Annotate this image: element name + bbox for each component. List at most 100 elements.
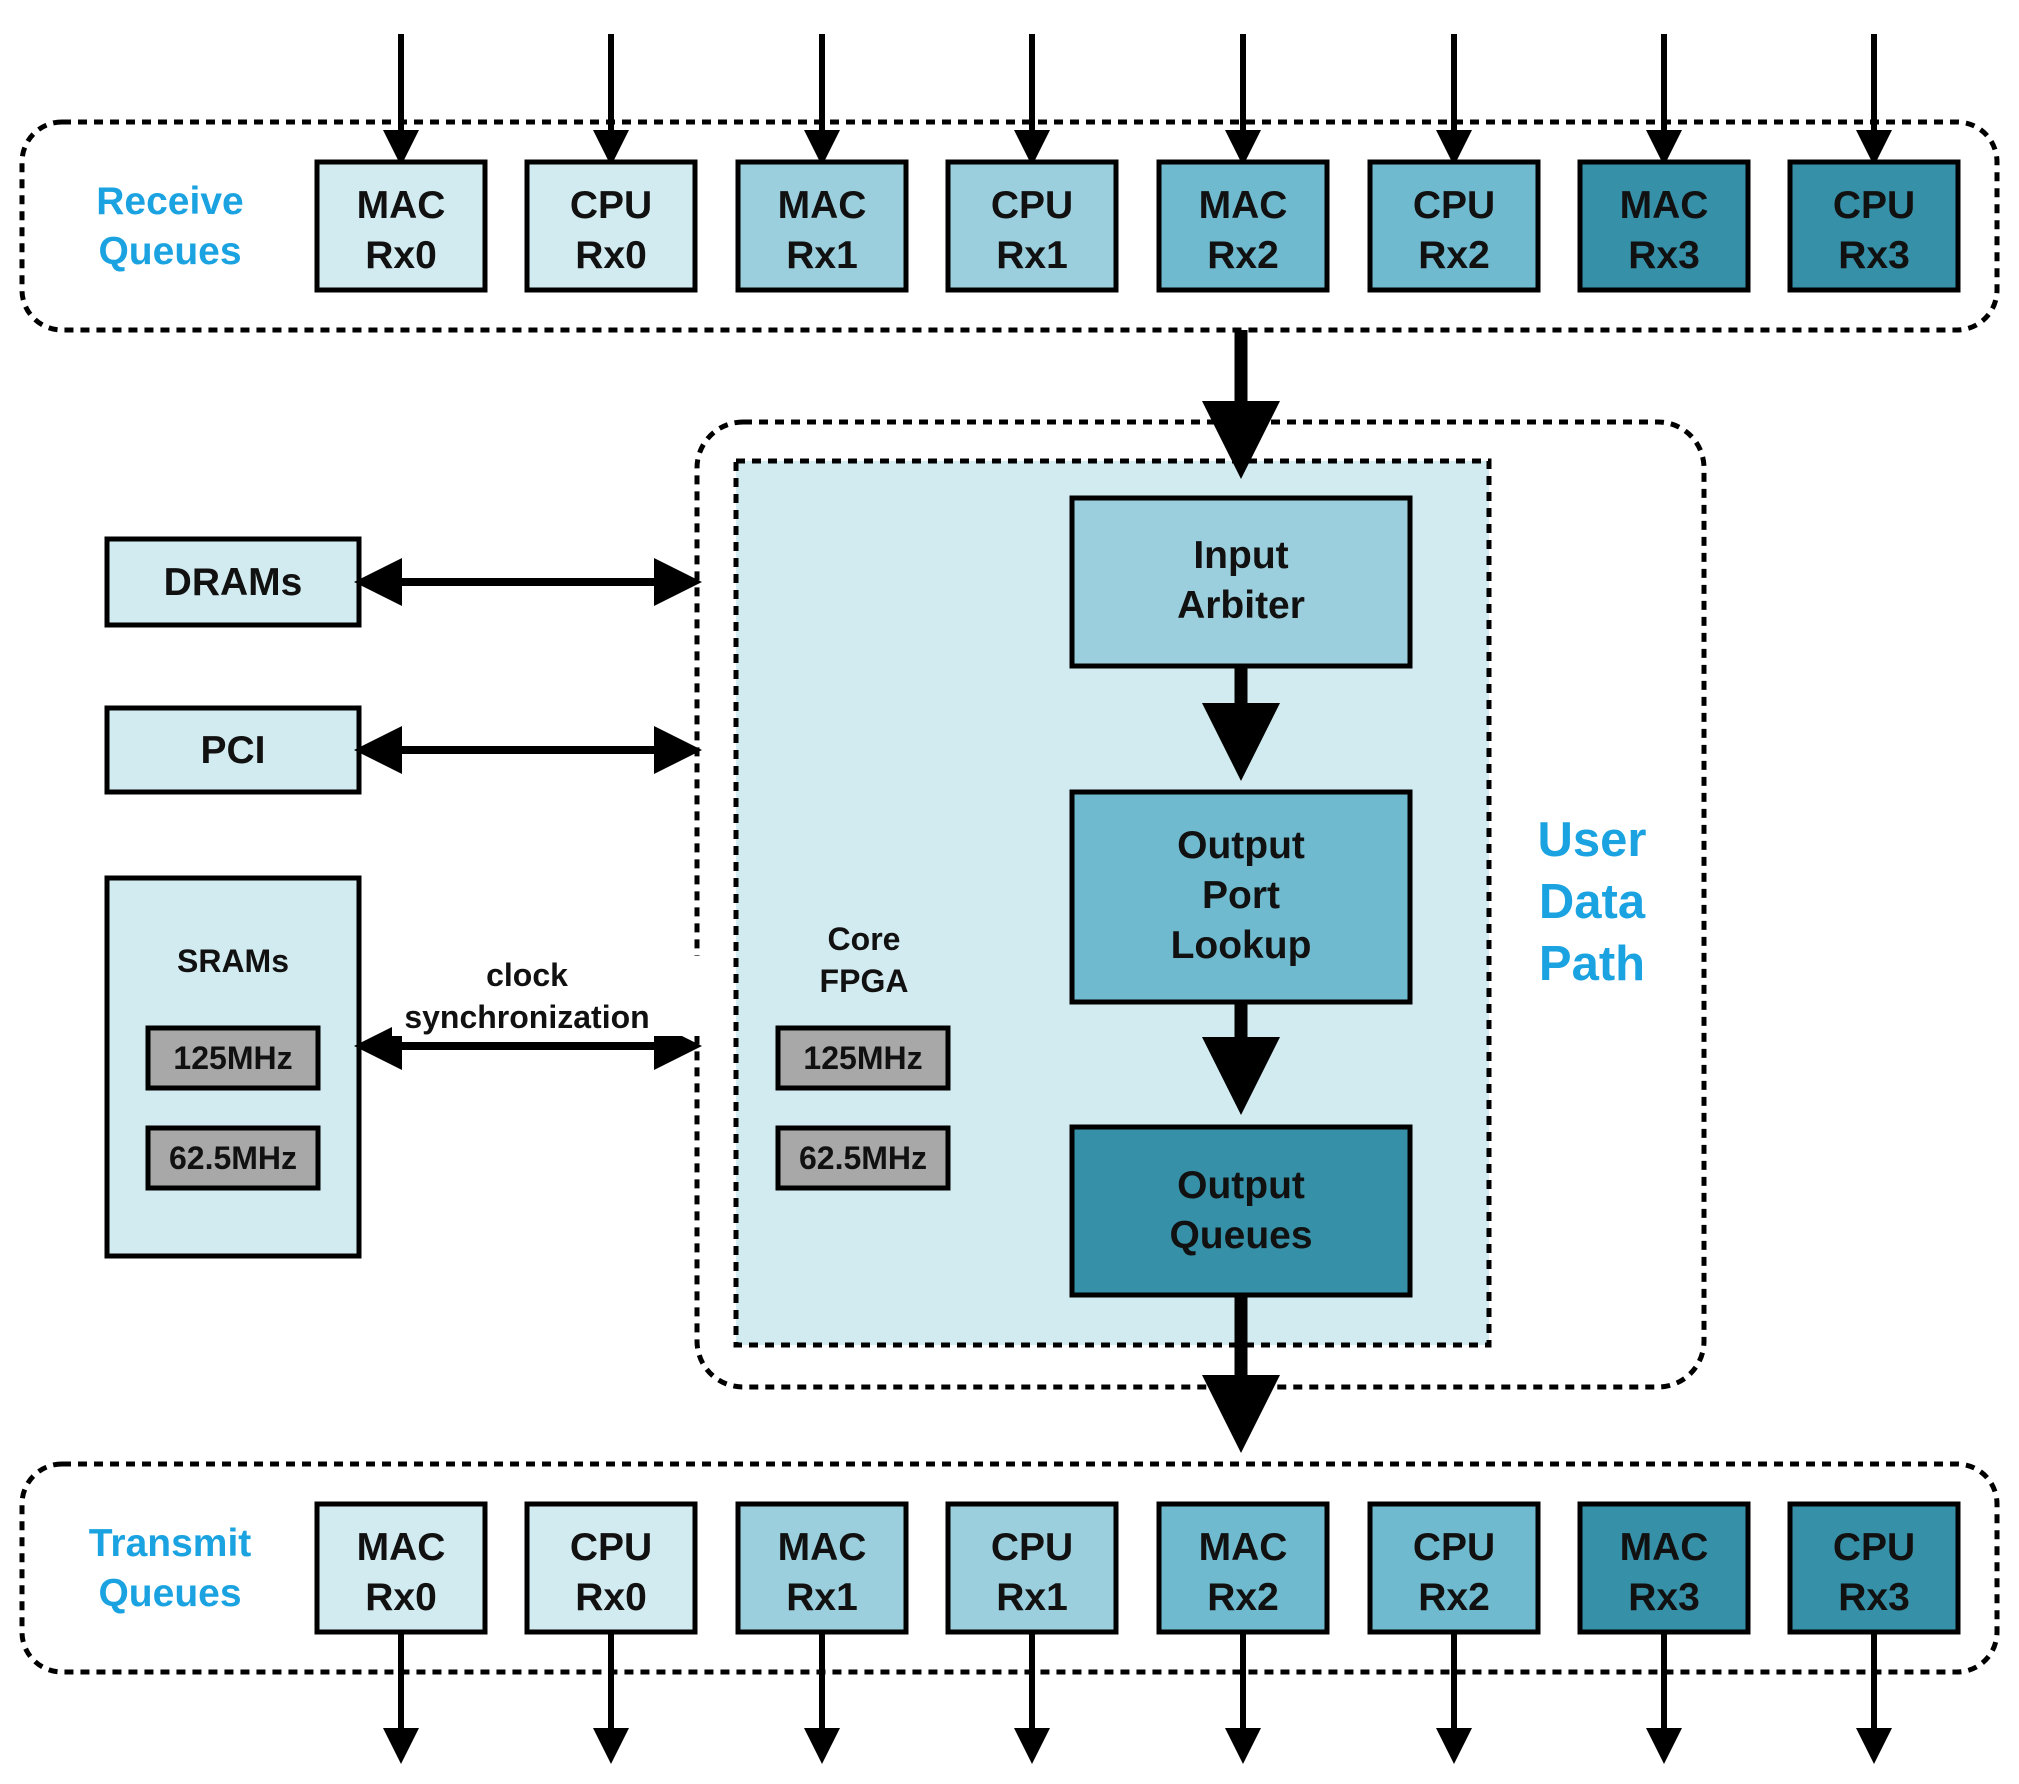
core-fpga-outer-region [694, 419, 1707, 1390]
transmit-queue-box [1787, 1501, 1961, 1635]
transmit-queue-type: CPU [1413, 1526, 1495, 1569]
sram-clock-62: 62.5MHz [169, 1140, 297, 1176]
transmit-queue-type: CPU [570, 1526, 652, 1569]
output-port-lookup-line1: Output [1177, 824, 1305, 867]
receive-queue-box [945, 159, 1119, 293]
receive-queue-type: MAC [357, 184, 446, 227]
input-arbiter-block: Input Arbiter [1069, 495, 1413, 669]
clock-sync-label-line1: clock [486, 957, 568, 993]
receive-input-arrows [383, 34, 1892, 166]
receive-queue-type: CPU [1833, 184, 1915, 227]
receive-queue-port: Rx1 [786, 234, 858, 277]
pci-block: PCI [104, 705, 362, 795]
output-port-lookup-line2: Port [1202, 874, 1280, 917]
output-queues-line2: Queues [1169, 1214, 1312, 1257]
pci-label: PCI [200, 729, 265, 772]
receive-queues-label-line2: Queues [98, 230, 241, 273]
receive-queue-port: Rx0 [365, 234, 437, 277]
receive-queue-box [1787, 159, 1961, 293]
core-fpga-label-line2: FPGA [820, 963, 909, 999]
transmit-queue-box [1156, 1501, 1330, 1635]
transmit-queue-type: MAC [357, 1526, 446, 1569]
transmit-queue-port: Rx1 [786, 1576, 858, 1619]
receive-queue-port: Rx1 [996, 234, 1068, 277]
core-fpga-label-line1: Core [828, 921, 901, 957]
transmit-queue-type: MAC [778, 1526, 867, 1569]
receive-queues-label-line1: Receive [96, 180, 243, 223]
receive-queue-cpu-rx2: CPU Rx2 [1367, 159, 1541, 293]
transmit-queue-port: Rx3 [1838, 1576, 1910, 1619]
receive-queue-type: CPU [991, 184, 1073, 227]
receive-queue-type: MAC [1620, 184, 1709, 227]
receive-queue-type: CPU [1413, 184, 1495, 227]
transmit-queue-port: Rx0 [575, 1576, 647, 1619]
transmit-queue-port: Rx2 [1418, 1576, 1490, 1619]
transmit-queue-box [735, 1501, 909, 1635]
output-port-lookup-line3: Lookup [1171, 924, 1312, 967]
transmit-queues-label-line2: Queues [98, 1572, 241, 1615]
core-fpga-clock-125-box [775, 1025, 951, 1091]
transmit-queue-mac-rx2: MAC Rx2 [1156, 1501, 1330, 1635]
transmit-output-arrows [383, 1634, 1892, 1764]
receive-queue-box [1367, 159, 1541, 293]
transmit-queue-box [314, 1501, 488, 1635]
receive-queue-row: MAC Rx0 CPU Rx0 MAC Rx1 CPU Rx1 MAC Rx2 CPU Rx2 MAC R… [314, 159, 1961, 293]
receive-queue-cpu-rx0: CPU Rx0 [524, 159, 698, 293]
receive-queue-type: MAC [1199, 184, 1288, 227]
clock-sync-label-line2: synchronization [404, 999, 649, 1035]
transmit-queue-type: MAC [1620, 1526, 1709, 1569]
receive-queue-port: Rx3 [1838, 234, 1910, 277]
core-fpga-clock-125: 125MHz [803, 1040, 922, 1076]
transmit-queue-box [524, 1501, 698, 1635]
transmit-queue-cpu-rx0: CPU Rx0 [524, 1501, 698, 1635]
core-fpga-clock-62: 62.5MHz [799, 1140, 927, 1176]
drams-block: DRAMs [104, 536, 362, 628]
transmit-queues-group [19, 1461, 2000, 1675]
receive-queues-group [19, 119, 2000, 333]
receive-queue-cpu-rx3: CPU Rx3 [1787, 159, 1961, 293]
receive-queue-cpu-rx1: CPU Rx1 [945, 159, 1119, 293]
transmit-queue-box [1577, 1501, 1751, 1635]
output-queues-line1: Output [1177, 1164, 1305, 1207]
receive-queue-type: MAC [778, 184, 867, 227]
srams-label: SRAMs [177, 943, 289, 979]
receive-queue-type: CPU [570, 184, 652, 227]
transmit-queue-mac-rx0: MAC Rx0 [314, 1501, 488, 1635]
input-arbiter-line2: Arbiter [1177, 584, 1305, 627]
core-fpga-clock-62-box [775, 1125, 951, 1191]
user-data-path-label-line3: Path [1539, 937, 1645, 991]
input-arbiter-box [1069, 495, 1413, 669]
receive-queue-mac-rx0: MAC Rx0 [314, 159, 488, 293]
transmit-queue-box [945, 1501, 1119, 1635]
receive-queue-port: Rx2 [1207, 234, 1279, 277]
transmit-queue-row: MACRx0CPURx0MACRx1CPURx1MACRx2CPURx2MACR… [314, 1501, 1961, 1635]
receive-queue-box [524, 159, 698, 293]
transmit-queue-box [1367, 1501, 1541, 1635]
user-data-path-label-line1: User [1538, 813, 1647, 867]
output-port-lookup-block: Output Port Lookup [1069, 789, 1413, 1005]
output-port-lookup-box [1069, 789, 1413, 1005]
input-arbiter-line1: Input [1193, 534, 1288, 577]
receive-queue-mac-rx3: MAC Rx3 [1577, 159, 1751, 293]
receive-queue-box [314, 159, 488, 293]
receive-queue-box [735, 159, 909, 293]
transmit-queue-mac-rx1: MAC Rx1 [735, 1501, 909, 1635]
transmit-queue-port: Rx1 [996, 1576, 1068, 1619]
user-data-path-label-line2: Data [1539, 875, 1646, 929]
receive-queue-port: Rx2 [1418, 234, 1490, 277]
receive-queue-port: Rx0 [575, 234, 647, 277]
transmit-queue-type: MAC [1199, 1526, 1288, 1569]
transmit-queue-port: Rx2 [1207, 1576, 1279, 1619]
transmit-queue-cpu-rx2: CPU Rx2 [1367, 1501, 1541, 1635]
transmit-queue-port: Rx0 [365, 1576, 437, 1619]
sram-clock-125: 125MHz [173, 1040, 292, 1076]
clock-sync-label-backdrop [392, 956, 702, 1036]
receive-queue-port: Rx3 [1628, 234, 1700, 277]
drams-label: DRAMs [164, 561, 303, 604]
transmit-queue-type: CPU [1833, 1526, 1915, 1569]
output-queues-box [1069, 1124, 1413, 1298]
receive-queue-box [1577, 159, 1751, 293]
sram-clock-125-box [145, 1025, 321, 1091]
